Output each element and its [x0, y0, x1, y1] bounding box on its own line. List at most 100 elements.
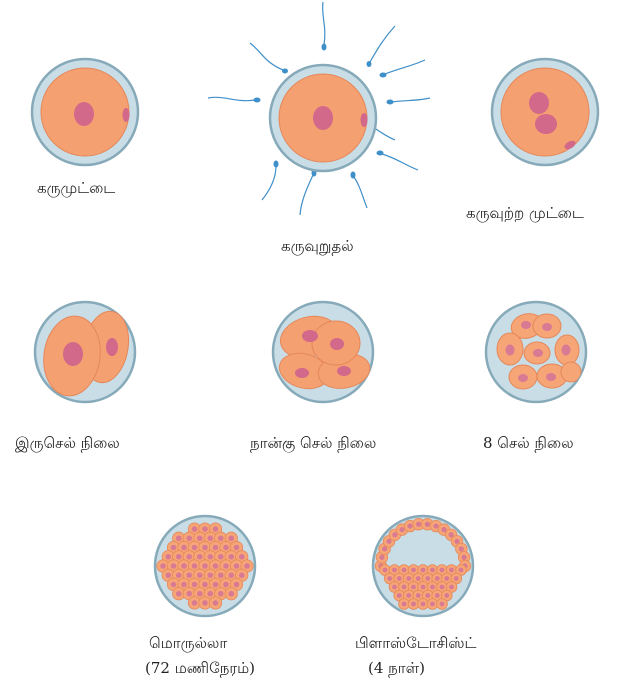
- cell-nucleus: [440, 568, 445, 573]
- cell-nucleus: [239, 572, 245, 578]
- cell-nucleus: [425, 576, 430, 581]
- cell-nucleus: [382, 546, 387, 551]
- cell-nucleus: [186, 554, 192, 560]
- cell-nucleus: [223, 563, 229, 569]
- cell-nucleus: [207, 535, 213, 541]
- label-fertilization: கருவுறுதல்: [281, 236, 354, 256]
- cell-nucleus: [430, 568, 435, 573]
- cell-nucleus: [197, 535, 203, 541]
- cell-nucleus: [165, 572, 171, 578]
- cell-nucleus: [399, 527, 404, 532]
- cell-nucleus: [402, 602, 407, 607]
- cell-nucleus: [234, 582, 240, 588]
- cell-nucleus: [441, 527, 446, 532]
- cell-nucleus: [228, 572, 234, 578]
- cell-nucleus: [197, 572, 203, 578]
- cell-nucleus: [223, 582, 229, 588]
- cell-nucleus: [228, 535, 234, 541]
- cell-nucleus: [448, 532, 453, 537]
- cell-nucleus: [425, 593, 430, 598]
- cell-nucleus: [207, 572, 213, 578]
- cell-nucleus: [435, 593, 440, 598]
- cell-nucleus: [392, 585, 397, 590]
- cell-nucleus: [421, 602, 426, 607]
- cell-nucleus: [411, 585, 416, 590]
- cell-nucleus: [186, 572, 192, 578]
- cell-nucleus: [416, 576, 421, 581]
- cell-nucleus: [176, 554, 182, 560]
- cell-nucleus: [213, 600, 219, 606]
- cell-nucleus: [176, 572, 182, 578]
- cell-nucleus: [239, 554, 245, 560]
- cell-nucleus: [407, 523, 412, 528]
- cell-nucleus: [416, 522, 421, 527]
- cell-nucleus: [444, 576, 449, 581]
- cell-nucleus: [207, 591, 213, 597]
- label-morula: மொருல்லா: [149, 633, 227, 653]
- cell-nucleus: [397, 576, 402, 581]
- cell-nucleus: [213, 545, 219, 551]
- cell-nucleus: [181, 563, 187, 569]
- cell-nucleus: [171, 563, 177, 569]
- blastocyst-stage: [373, 516, 473, 616]
- cell-nucleus: [202, 600, 208, 606]
- cell-nucleus: [449, 568, 454, 573]
- cell-nucleus: [433, 523, 438, 528]
- cell-nucleus: [213, 563, 219, 569]
- eight-cell-stage: [486, 302, 586, 402]
- two-cell-stage: [35, 302, 135, 402]
- cell-nucleus: [181, 582, 187, 588]
- cell-nucleus: [392, 532, 397, 537]
- label-blastocyst: பிளாஸ்டோசிஸ்ட்: [355, 633, 476, 653]
- label-fertilized-egg: கருவுற்ற முட்டை: [466, 203, 584, 223]
- label-morula-time: (72 மணிநேரம்): [145, 658, 255, 678]
- cell-nucleus: [386, 539, 391, 544]
- label-two-cell: இருசெல் நிலை: [15, 433, 120, 453]
- cell-nucleus: [421, 585, 426, 590]
- cell-nucleus: [402, 568, 407, 573]
- cell-nucleus: [192, 526, 198, 532]
- cell-nucleus: [171, 582, 177, 588]
- label-blastocyst-time: (4 நாள்): [368, 658, 425, 678]
- cell-nucleus: [176, 591, 182, 597]
- label-oocyte: கருமுட்டை: [37, 178, 115, 198]
- cell-nucleus: [440, 585, 445, 590]
- cell-nucleus: [459, 568, 464, 573]
- cell-nucleus: [406, 593, 411, 598]
- cell-nucleus: [197, 554, 203, 560]
- cell-nucleus: [397, 593, 402, 598]
- cell-nucleus: [421, 568, 426, 573]
- cell-nucleus: [379, 555, 384, 560]
- cell-nucleus: [440, 602, 445, 607]
- cell-nucleus: [192, 600, 198, 606]
- cell-nucleus: [181, 545, 187, 551]
- cell-nucleus: [387, 576, 392, 581]
- cell-nucleus: [406, 576, 411, 581]
- cell-nucleus: [454, 539, 459, 544]
- cell-nucleus: [228, 591, 234, 597]
- fertilization-stage: [208, 2, 430, 215]
- cell-nucleus: [223, 545, 229, 551]
- cell-nucleus: [234, 563, 240, 569]
- cell-nucleus: [218, 535, 224, 541]
- cell-nucleus: [218, 554, 224, 560]
- label-four-cell: நான்கு செல் நிலை: [250, 433, 376, 453]
- cell-nucleus: [392, 568, 397, 573]
- cell-nucleus: [444, 593, 449, 598]
- cell-nucleus: [213, 582, 219, 588]
- cell-nucleus: [160, 563, 166, 569]
- cell-nucleus: [186, 535, 192, 541]
- cell-nucleus: [192, 563, 198, 569]
- four-cell-stage: [273, 302, 373, 402]
- cell-nucleus: [171, 545, 177, 551]
- cell-nucleus: [218, 572, 224, 578]
- oocyte-stage: [32, 59, 138, 165]
- morula-stage: [155, 516, 255, 616]
- cell-nucleus: [202, 582, 208, 588]
- cell-nucleus: [435, 576, 440, 581]
- cell-nucleus: [202, 545, 208, 551]
- cell-nucleus: [186, 591, 192, 597]
- fertilized-egg-stage: [492, 59, 598, 165]
- cell-nucleus: [461, 555, 466, 560]
- cell-nucleus: [234, 545, 240, 551]
